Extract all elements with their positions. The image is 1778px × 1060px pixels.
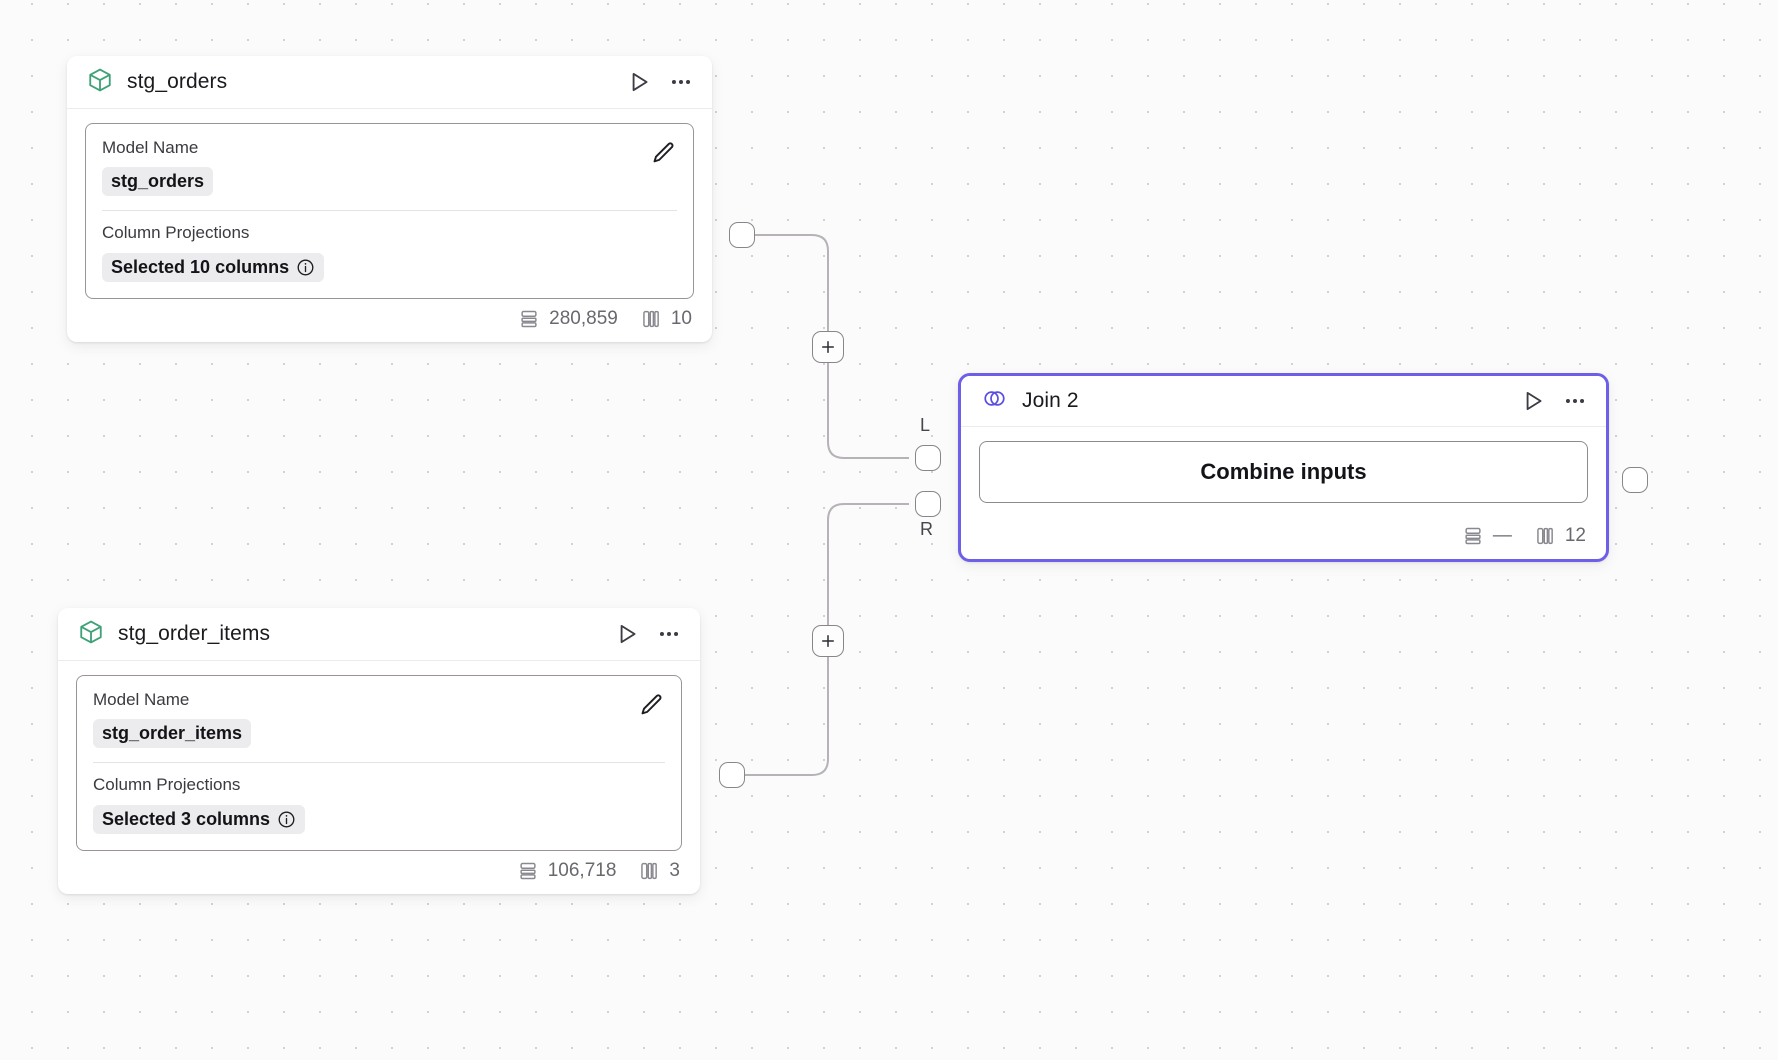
field-label: Column Projections [102,223,250,243]
field-label: Column Projections [93,775,241,795]
cube-icon [78,619,104,650]
rows-icon [518,308,540,330]
columns-value: 12 [1564,525,1586,546]
info-icon[interactable] [277,810,296,829]
add-node-on-edge-button-bottom[interactable] [812,625,844,657]
input-port-join-right[interactable] [915,491,941,517]
output-port-stg-order-items[interactable] [719,762,745,788]
column-count-stat: 3 [638,860,680,882]
run-icon[interactable] [1520,388,1546,414]
columns-icon [640,308,662,330]
field-column-projections: Column Projections Selected 10 columns [102,223,677,282]
row-count-stat: 280,859 [518,308,618,330]
plus-icon [822,341,834,353]
field-model-name: Model Name stg_order_items [93,690,665,749]
node-title: stg_orders [127,70,228,93]
field-divider [93,762,665,764]
field-column-projections: Column Projections Selected 3 columns [93,775,665,834]
combine-inputs-button[interactable]: Combine inputs [979,441,1588,503]
field-label: Model Name [102,138,199,157]
node-header: stg_orders [67,56,712,109]
config-panel: Model Name stg_order_items Column Projec… [76,675,682,851]
input-port-join-left[interactable] [915,445,941,471]
run-icon[interactable] [626,69,652,95]
edit-icon[interactable] [650,140,677,167]
field-model-name: Model Name stg_orders [102,138,677,197]
node-header: stg_order_items [58,608,700,661]
columns-icon [1534,525,1556,547]
columns-icon [638,860,660,882]
combine-inputs-label: Combine inputs [1200,459,1367,484]
node-stg-orders[interactable]: stg_orders Model Name [67,56,712,342]
column-projections-pill[interactable]: Selected 10 columns [102,252,325,282]
column-projections-pill[interactable]: Selected 3 columns [93,804,306,834]
more-icon[interactable] [1562,388,1588,414]
output-port-stg-orders[interactable] [729,222,755,248]
pill-text: Selected 10 columns [111,256,290,277]
run-icon[interactable] [614,621,640,647]
field-label: Model Name [93,690,190,709]
node-footer: — 12 [961,503,1606,559]
add-node-on-edge-button-top[interactable] [812,331,844,363]
field-divider [102,210,677,212]
node-body: Model Name stg_order_items Column Projec… [58,661,700,851]
rows-value: — [1492,525,1512,546]
model-name-pill[interactable]: stg_order_items [93,719,252,749]
column-count-stat: 12 [1534,525,1586,547]
info-icon[interactable] [296,258,315,277]
node-stg-order-items[interactable]: stg_order_items Model Name [58,608,700,894]
rows-value: 106,718 [547,859,617,881]
node-title: stg_order_items [118,622,271,645]
output-port-join-2[interactable] [1622,467,1648,493]
node-header: Join 2 [961,376,1606,427]
row-count-stat: — [1462,525,1512,547]
rows-icon [517,860,539,882]
column-count-stat: 10 [640,308,692,330]
plus-icon [822,635,834,647]
node-title: Join 2 [1022,389,1079,412]
columns-value: 10 [670,307,692,329]
rows-icon [1462,525,1484,547]
node-footer: 106,718 3 [58,851,700,894]
model-name-pill[interactable]: stg_orders [102,167,214,197]
pill-text: stg_order_items [102,723,243,744]
row-count-stat: 106,718 [517,859,617,882]
columns-value: 3 [669,859,680,881]
node-body: Model Name stg_orders Column Projections [67,109,712,299]
more-icon[interactable] [656,621,682,647]
pill-text: stg_orders [111,171,205,192]
rows-value: 280,859 [549,307,618,329]
pill-text: Selected 3 columns [102,808,271,829]
input-port-left-label: L [920,415,931,435]
input-port-right-label: R [920,519,933,539]
node-join-2[interactable]: Join 2 Combine inputs [958,373,1609,562]
cube-icon [87,67,113,98]
node-footer: 280,859 10 [67,299,712,342]
venn-icon [981,385,1008,417]
more-icon[interactable] [668,69,694,95]
edit-icon[interactable] [638,692,665,719]
config-panel: Model Name stg_orders Column Projections [85,123,694,299]
